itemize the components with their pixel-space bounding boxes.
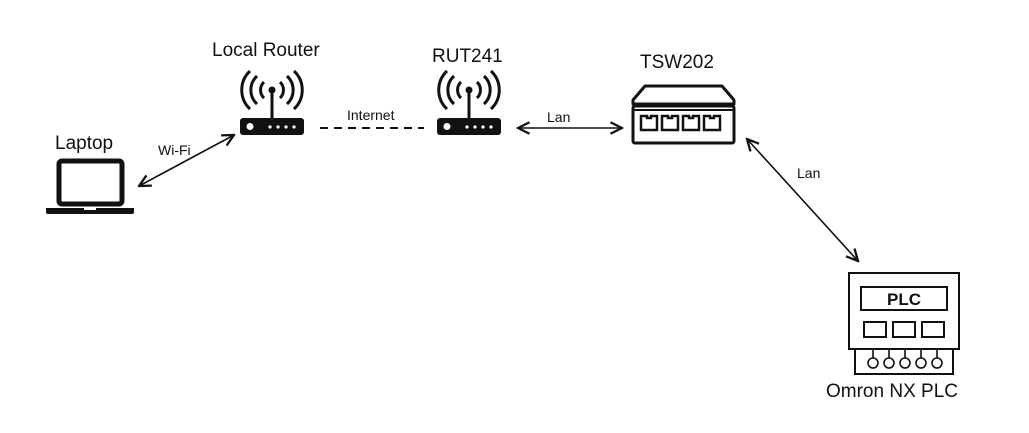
network-switch-icon: [631, 84, 736, 145]
node-label-rut241: RUT241: [432, 46, 503, 67]
node-label-tsw202: TSW202: [640, 52, 714, 73]
edge-label-lan-1: Lan: [547, 109, 571, 125]
wifi-router-icon: [240, 69, 304, 135]
edge-label-lan-2: Lan: [797, 165, 821, 181]
edge-label-wifi: Wi-Fi: [158, 142, 191, 158]
edge-lan-tsw-plc: [747, 139, 858, 261]
laptop-icon: [46, 158, 134, 214]
edge-label-internet: Internet: [347, 107, 395, 123]
plc-icon: PLC: [848, 272, 960, 375]
plc-screen-text: PLC: [887, 290, 921, 309]
edge-wifi: [139, 135, 234, 186]
node-label-plc: Omron NX PLC: [826, 381, 958, 402]
node-label-local-router: Local Router: [212, 40, 320, 61]
node-label-laptop: Laptop: [55, 133, 114, 154]
wifi-router-icon: [437, 69, 501, 135]
